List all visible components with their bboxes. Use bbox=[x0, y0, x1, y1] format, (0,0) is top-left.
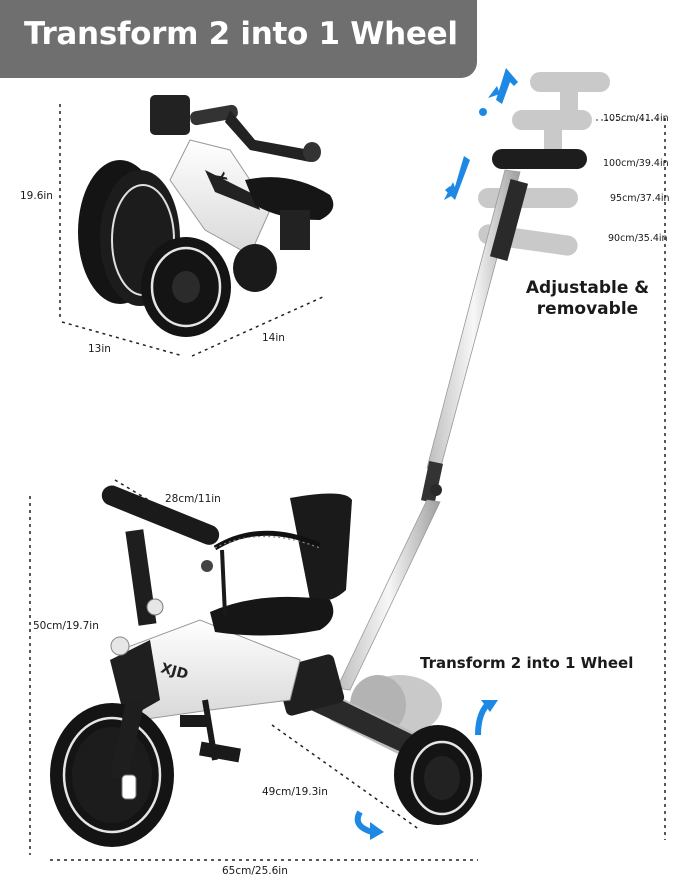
banner-title: Transform 2 into 1 Wheel bbox=[24, 16, 458, 52]
adjustable-line-1: Adjustable & bbox=[525, 278, 650, 298]
handle-height-105: 105cm/41.4in bbox=[603, 113, 669, 124]
trike-handlebar bbox=[101, 485, 220, 545]
trike-height-label: 50cm/19.7in bbox=[33, 620, 99, 632]
small-length-line bbox=[191, 295, 326, 357]
handle-current bbox=[492, 149, 587, 169]
handle-height-100: 100cm/39.4in bbox=[603, 158, 669, 169]
small-bike-depth-label: 13in bbox=[88, 343, 111, 355]
adjustable-line-2: removable bbox=[536, 299, 639, 319]
small-bike-length-label: 14in bbox=[262, 332, 285, 344]
small-bike: XJD bbox=[59, 95, 334, 357]
handle-ghost-105 bbox=[530, 72, 610, 92]
trike-seat bbox=[210, 596, 334, 636]
arrow-up-icon bbox=[496, 68, 518, 104]
pole-knob bbox=[430, 484, 442, 496]
transform-feature-label: Transform 2 into 1 Wheel bbox=[420, 654, 634, 672]
handle-height-90: 90cm/35.4in bbox=[608, 233, 668, 244]
small-bike-headlight bbox=[150, 95, 190, 135]
push-pole bbox=[336, 169, 529, 691]
small-bike-height-label: 19.6in bbox=[20, 190, 53, 202]
handle-height-95: 95cm/37.4in bbox=[610, 193, 670, 204]
handle-ghost-90 bbox=[478, 188, 578, 208]
adjustable-feature-label: Adjustable & removable bbox=[520, 278, 655, 320]
pole-clamp bbox=[420, 460, 444, 504]
title-banner: Transform 2 into 1 Wheel bbox=[0, 0, 477, 78]
rotate-arrow-icon-2 bbox=[354, 810, 373, 835]
handle-heights bbox=[444, 68, 666, 840]
trike-length-label: 65cm/25.6in bbox=[222, 865, 288, 877]
trike-rear-width-label: 49cm/19.3in bbox=[262, 786, 328, 798]
trike: XJD bbox=[29, 479, 498, 861]
trike-rear-width-line bbox=[271, 724, 421, 831]
brand-logo-trike: XJD bbox=[159, 660, 190, 683]
trike-backrest bbox=[290, 493, 352, 602]
trike-seat-width-label: 28cm/11in bbox=[165, 493, 221, 505]
